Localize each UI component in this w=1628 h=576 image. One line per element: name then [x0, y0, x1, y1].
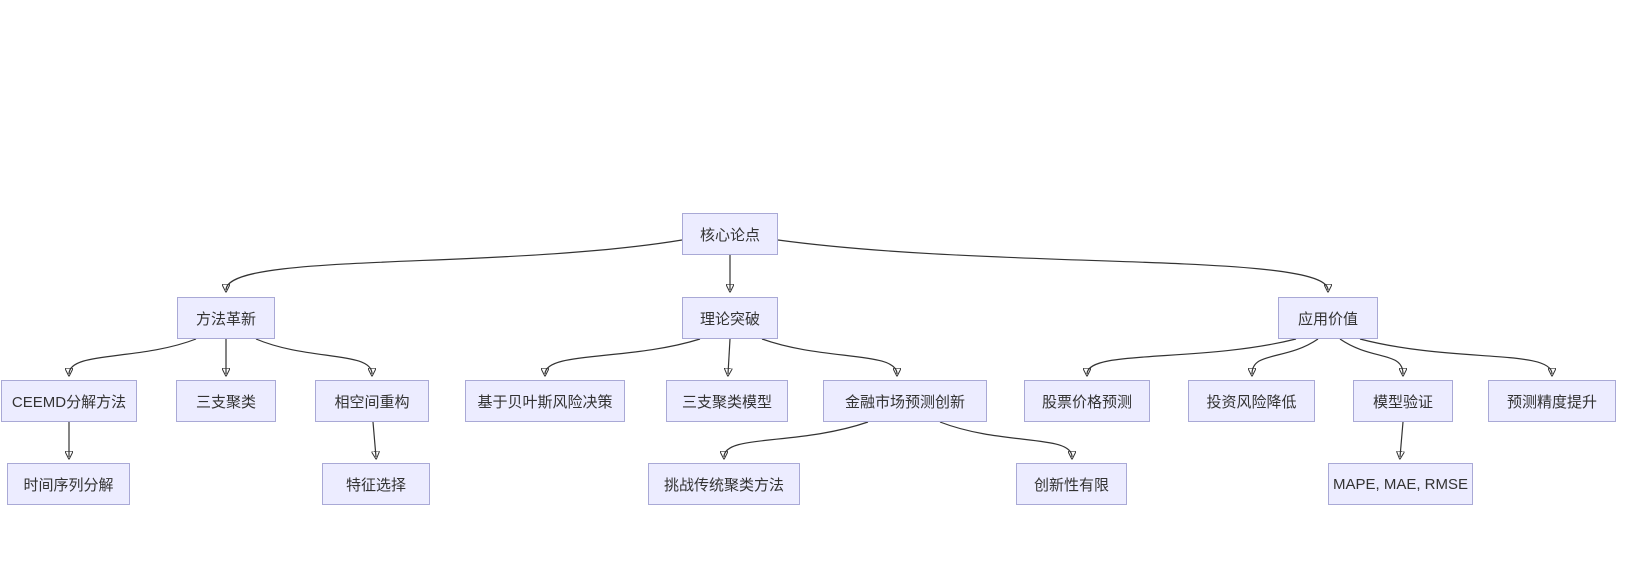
node-model-validation: 模型验证	[1353, 380, 1453, 422]
edge-model-validation-to-metrics	[1400, 421, 1403, 457]
edge-theory-to-bayes	[545, 338, 701, 374]
node-core: 核心论点	[682, 213, 778, 255]
edge-method-to-phase-space	[255, 338, 372, 374]
node-risk-reduction: 投资风险降低	[1188, 380, 1315, 422]
edge-application-to-stock-prediction	[1087, 338, 1297, 374]
edge-core-to-method	[226, 239, 683, 290]
edge-method-to-ceemd	[69, 338, 197, 374]
edge-application-to-risk-reduction	[1252, 338, 1319, 374]
node-metrics: MAPE, MAE, RMSE	[1328, 463, 1473, 505]
node-phase-space: 相空间重构	[315, 380, 429, 422]
edge-phase-space-to-feature-selection	[373, 421, 376, 457]
node-feature-selection: 特征选择	[322, 463, 430, 505]
edge-application-to-accuracy	[1359, 338, 1552, 374]
node-ceemd: CEEMD分解方法	[1, 380, 137, 422]
node-bayes: 基于贝叶斯风险决策	[465, 380, 625, 422]
edge-core-to-application	[777, 239, 1328, 290]
node-stock-prediction: 股票价格预测	[1024, 380, 1150, 422]
node-three-way: 三支聚类	[176, 380, 276, 422]
edge-theory-to-market-innovation	[761, 338, 897, 374]
edge-market-innovation-to-limited-novelty	[939, 421, 1072, 457]
node-ts-decomposition: 时间序列分解	[7, 463, 130, 505]
node-method: 方法革新	[177, 297, 275, 339]
node-application: 应用价值	[1278, 297, 1378, 339]
node-market-innovation: 金融市场预测创新	[823, 380, 987, 422]
node-three-way-model: 三支聚类模型	[666, 380, 788, 422]
node-challenge: 挑战传统聚类方法	[648, 463, 800, 505]
node-theory: 理论突破	[682, 297, 778, 339]
edge-application-to-model-validation	[1339, 338, 1403, 374]
node-accuracy: 预测精度提升	[1488, 380, 1616, 422]
node-limited-novelty: 创新性有限	[1016, 463, 1127, 505]
edge-theory-to-three-way-model	[728, 338, 730, 374]
edge-market-innovation-to-challenge	[724, 421, 869, 457]
